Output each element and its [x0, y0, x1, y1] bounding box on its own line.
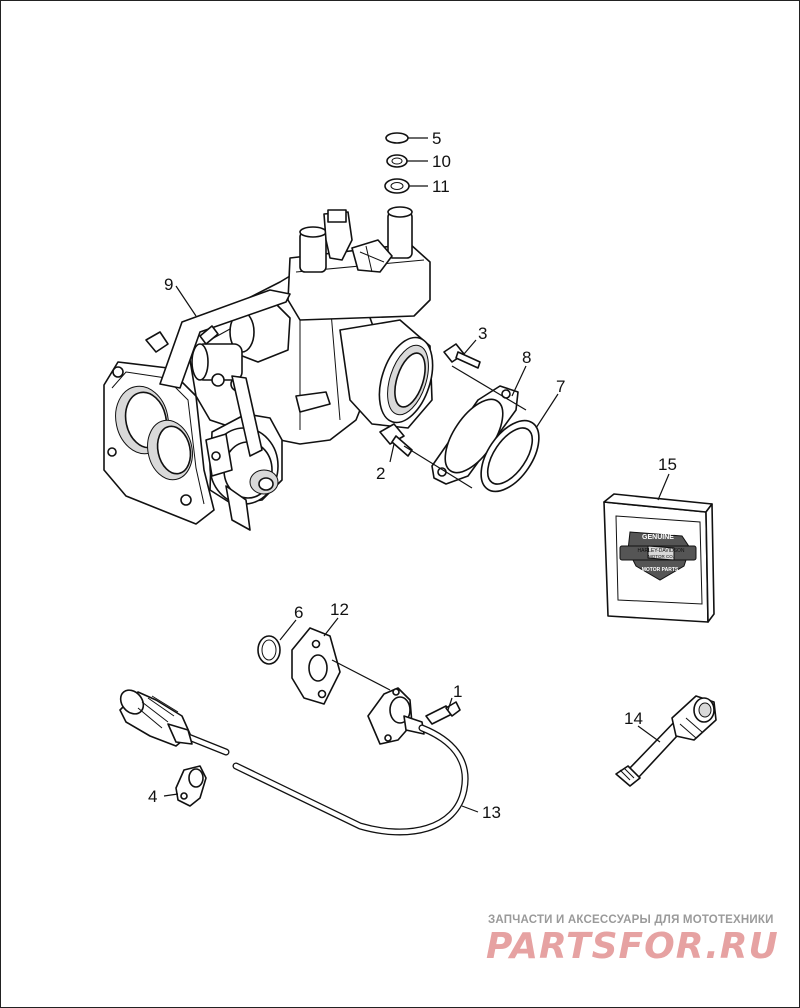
callout-11: 11	[432, 177, 450, 196]
part-4-clip	[175, 765, 207, 807]
part-1-screw	[425, 701, 461, 725]
callout-8: 8	[522, 348, 531, 367]
part-14-sensor	[615, 695, 717, 787]
part-11-seal	[384, 178, 410, 194]
part-7-seal-ring	[480, 419, 540, 493]
watermark-caption: ЗАПЧАСТИ И АКСЕССУАРЫ ДЛЯ МОТОТЕХНИКИ	[488, 914, 774, 926]
callout-5: 5	[432, 129, 441, 148]
part-10-o-ring	[386, 154, 408, 168]
part-2-screw	[379, 423, 413, 457]
callout-10: 10	[432, 152, 451, 171]
part-1-sensor	[367, 687, 425, 745]
kit-logo-bottom: MOTOR PARTS	[642, 567, 679, 573]
kit-logo-middle-2: MOTOR CO.	[648, 554, 674, 559]
callout-7: 7	[556, 377, 565, 396]
callout-6: 6	[294, 603, 303, 622]
callout-12: 12	[330, 600, 349, 619]
leader-lines	[163, 137, 670, 813]
part-5-retaining-ring	[385, 132, 409, 144]
kit-logo-top: GENUINE	[642, 534, 674, 541]
callout-3: 3	[478, 324, 487, 343]
callout-14: 14	[624, 709, 643, 728]
part-3-screw	[443, 343, 481, 369]
callout-9: 9	[164, 275, 173, 294]
part-6-o-ring	[257, 635, 281, 665]
callout-15: 15	[658, 455, 677, 474]
callout-2: 2	[376, 464, 385, 483]
part-12-spacer	[291, 627, 341, 705]
part-15-kit-box	[603, 493, 715, 623]
kit-logo-middle-1: HARLEY-DAVIDSON	[638, 548, 685, 554]
callout-13: 13	[482, 803, 501, 822]
callout-1: 1	[453, 682, 462, 701]
part-13-lead	[119, 689, 469, 836]
throttle-body-assembly	[103, 206, 434, 531]
watermark-logo: PARTSFOR.RU	[486, 926, 779, 967]
callout-4: 4	[148, 787, 157, 806]
callouts: 5 10 11 3 8 7 9 2 15 6 12 1 14 4 13	[148, 129, 677, 822]
part-8-flange	[431, 385, 519, 485]
